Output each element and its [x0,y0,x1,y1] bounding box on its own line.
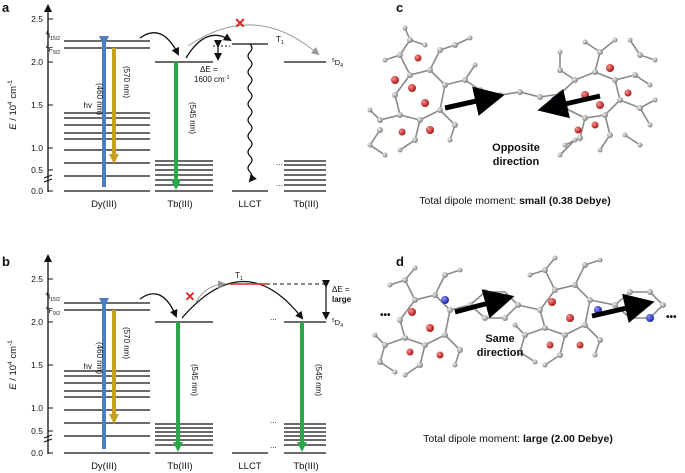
level-label-F9-2: 4F9/2 [46,45,61,56]
tb2-levels-a [284,160,326,192]
y-ticks-b: 2.5 2.0 1.5 1.0 0.5 0.0 [31,274,53,458]
tb-levels-a [155,61,213,192]
x-label-dy: Dy(III) [91,199,117,210]
x-label-tb2: Tb(III) [293,461,318,472]
cross-mark: ✕ [185,289,196,304]
tb-levels-b [155,321,213,454]
annotation-d-line1: Same [485,333,514,345]
delta-e-value: 1600 cm-1 [194,75,230,84]
level-label-F9-2: 4F9/2 [46,306,61,317]
x-label-tb: Tb(III) [167,199,192,210]
axis-break [43,174,53,183]
hv-label: hv [84,362,92,371]
blocked-transfer-arrow [195,280,226,303]
ellipsis-right: ••• [666,312,677,323]
x-label-llct: LLCT [238,461,261,472]
energy-transfer-arrow [139,32,179,56]
t1-label-a: T1 [276,35,284,46]
ellipsis: ... [276,158,283,167]
panel-d: d [372,254,677,445]
y-tick-label: 1.0 [31,143,43,153]
energy-transfer-arrow [181,281,304,320]
dy-levels-b [64,302,150,454]
dipole-arrow-left [537,89,601,119]
delta-e-label: ΔE = [332,285,350,294]
panel-label-b: b [2,254,10,269]
molecule-structure-c [367,25,658,158]
x-label-dy: Dy(III) [91,461,117,472]
y-axis-title-a: E / 104 cm-1 [7,80,19,130]
y-ticks-a: 2.5 2.0 1.5 1.0 0.5 0.0 [31,14,53,196]
wavelength-460: (460 nm) [95,342,104,374]
level-label-5D4-a: 5D4 [332,58,343,69]
axis-break [43,434,53,443]
nonradiative-decay [247,43,257,183]
ellipsis-left: ••• [380,310,391,321]
panel-label-c: c [396,0,403,15]
ellipsis: ... [270,313,277,322]
delta-e-label: ΔE = [200,65,218,74]
ellipsis: ... [270,416,277,425]
panel-label-a: a [2,0,10,15]
blocked-transfer-arrow [187,24,320,56]
panel-label-d: d [396,254,404,269]
annotation-c-line2: direction [493,156,540,168]
y-tick-label: 1.5 [31,360,43,370]
delta-e-value: large [332,295,352,304]
tb2-levels-b [284,423,326,454]
y-tick-label: 0.5 [31,165,43,175]
x-label-llct: LLCT [238,199,261,210]
wavelength-460: (460 nm) [95,83,104,115]
energy-transfer-arrow [139,293,178,318]
wavelength-545-2: (545 nm) [314,364,323,396]
atoms-red [406,298,584,359]
y-tick-label: 2.0 [31,57,43,67]
caption-c: Total dipole moment: small (0.38 Debye) [419,195,610,207]
hv-label: hv [84,101,92,110]
atoms-grey [372,255,666,378]
x-label-tb2: Tb(III) [293,199,318,210]
panel-a: a 2.5 2.0 1.5 1.0 0.5 0.0 E / 104 cm-1 [2,0,343,210]
wavelength-570: (570 nm) [122,66,131,98]
y-tick-label: 0.0 [31,186,43,196]
y-tick-label: 2.0 [31,317,43,327]
cross-mark: ✕ [234,15,246,31]
y-tick-label: 1.0 [31,403,43,413]
wavelength-570: (570 nm) [122,327,131,359]
wavelength-545: (545 nm) [190,364,199,396]
panel-c: c [367,0,658,207]
ellipsis: ... [270,441,277,450]
y-tick-label: 0.5 [31,426,43,436]
level-label-5D4-b: 5D4 [332,318,343,329]
energy-transfer-arrow [185,33,232,59]
level-label-I15-2: 4I15/2 [45,31,60,42]
caption-d: Total dipole moment: large (2.00 Debye) [423,433,613,445]
molecule-structure-d [372,255,666,378]
panel-b: b 2.5 2.0 1.5 1.0 0.5 0.0 E / 104 cm-1 [2,254,352,472]
dipole-arrow-right [444,86,505,116]
wavelength-545: (545 nm) [188,102,197,134]
annotation-d-line2: direction [477,347,524,359]
y-tick-label: 2.5 [31,14,43,24]
y-axis-title-b: E / 104 cm-1 [7,340,19,390]
y-tick-label: 2.5 [31,274,43,284]
dipole-arrow-2 [591,293,655,323]
y-tick-label: 1.5 [31,100,43,110]
atoms-blue [551,96,559,104]
x-label-tb: Tb(III) [167,461,192,472]
dipole-arrow-1 [454,289,515,319]
y-tick-label: 0.0 [31,448,43,458]
level-label-I15-2: 4I15/2 [45,292,60,303]
annotation-c-line1: Opposite [492,142,540,154]
ellipsis: ... [276,179,283,188]
t1-label-b: T1 [235,271,243,282]
dy-levels-a [64,40,150,192]
